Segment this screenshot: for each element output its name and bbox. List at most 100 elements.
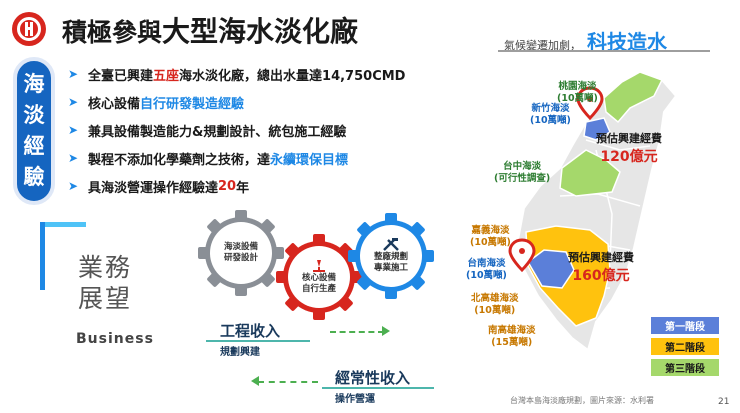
arrow-bullet-icon: ➤ <box>68 95 79 109</box>
map-label-hsinchu: 新竹海淡 (10萬噸) <box>530 103 571 127</box>
gear-label: 自行生產 <box>301 284 336 294</box>
page-number: 21 <box>718 397 730 407</box>
engineering-income-subtitle: 規劃興建 <box>220 347 260 358</box>
arrow-bullet-icon: ➤ <box>68 67 79 81</box>
list-item: ➤ 製程不添加化學藥劑之技術，達永續環保目標 <box>68 144 498 172</box>
arrow-bullet-icon: ➤ <box>68 179 79 193</box>
plant-name: 北高雄海淡 <box>471 293 519 304</box>
page-title: 積極參與大型海水淡化廠 <box>62 10 358 50</box>
business-title-line: 展望 <box>78 284 133 313</box>
badge-char: 海 <box>23 72 45 96</box>
gear-label: 研發設計 <box>223 253 258 263</box>
business-bracket-top <box>40 222 86 227</box>
map-label-taoyuan: 桃園海淡 (10萬噸) <box>557 81 598 105</box>
bullet-highlight: 五座 <box>153 68 180 84</box>
bullet-highlight: 永續環保目標 <box>270 152 349 168</box>
gear-production: 核心設備 自行生產 <box>276 234 362 320</box>
title-prefix: 積極參與 <box>62 18 163 47</box>
cost-value: 120億元 <box>600 149 658 165</box>
map-label-chiayi: 嘉義海淡 (10萬噸) <box>470 225 511 249</box>
gear-label: 專業施工 <box>373 263 408 273</box>
cost-value: 160億元 <box>572 268 630 284</box>
arrow-to-engineering <box>330 331 384 333</box>
badge-char: 驗 <box>23 165 45 189</box>
plant-capacity: (15萬噸) <box>491 337 533 348</box>
gear-face: 海淡設備 研發設計 <box>210 222 272 284</box>
map-label-north-kaohsiung: 北高雄海淡 (10萬噸) <box>471 293 519 317</box>
gear-label: 核心設備 <box>301 273 336 283</box>
plant-name: 台中海淡 <box>503 161 542 172</box>
arrow-bullet-icon: ➤ <box>68 151 79 165</box>
cost-north: 預估興建經費 120億元 <box>596 130 662 166</box>
business-title-line: 業務 <box>78 253 133 282</box>
gear-rnd: 海淡設備 研發設計 <box>198 210 284 296</box>
business-title-en: Business <box>76 331 154 347</box>
list-item: ➤核心設備自行研發製造經驗 <box>68 88 498 116</box>
title-main: 大型海水淡化廠 <box>162 15 359 48</box>
logo-emblem <box>17 17 41 41</box>
legend-phase1: 第一階段 <box>651 317 719 334</box>
gear-face: 核心設備 自行生產 <box>288 246 350 308</box>
gear-face: 整廠規劃 專業施工 <box>360 225 422 287</box>
gear-construction: 整廠規劃 專業施工 <box>348 213 434 299</box>
bullet-text: 製程不添加化學藥劑之技術，達 <box>88 152 271 168</box>
zone-taoyuan <box>603 71 664 124</box>
legend-phase2: 第二階段 <box>651 338 719 355</box>
experience-badge: 海 淡 經 驗 <box>13 57 55 205</box>
plant-capacity: (10萬噸) <box>530 115 571 126</box>
engineering-income: 工程收入 規劃興建 <box>220 320 280 358</box>
gear-label: 海淡設備 <box>223 242 258 252</box>
arrow-from-operations <box>258 381 318 383</box>
business-bracket-left <box>40 222 45 290</box>
zone-taichung <box>559 149 621 197</box>
arrow-head-left-icon <box>251 376 259 386</box>
image-source: 台灣本島海淡廠規劃，圖片來源：水利署 <box>510 396 654 405</box>
experience-list: ➤全臺已興建五座海水淡化廠，總出水量達14,750CMD ➤核心設備自行研發製造… <box>68 60 498 200</box>
recurring-income-title: 經常性收入 <box>335 369 411 387</box>
bullet-text: 具海淡營運操作經驗達 <box>88 180 219 196</box>
bullet-text: 核心設備 <box>88 96 141 112</box>
plant-note: (可行性調查) <box>494 173 551 184</box>
location-pin-icon <box>576 86 604 121</box>
company-logo <box>12 12 46 46</box>
bullet-text: 兼具設備製造能力&規劃設計、統包施工經驗 <box>88 124 347 140</box>
bullet-text: 海水淡化廠，總出水量達14,750CMD <box>179 68 406 84</box>
tagline-small: 氣候變遷加劇， <box>504 39 581 52</box>
badge-char: 淡 <box>23 103 45 127</box>
recurring-income: 經常性收入 操作營運 <box>335 367 410 405</box>
recurring-income-underline <box>322 387 434 389</box>
map-label-south-kaohsiung: 南高雄海淡 (15萬噸) <box>488 325 536 349</box>
location-pin-icon <box>508 238 536 273</box>
recurring-income-subtitle: 操作營運 <box>335 394 375 405</box>
taiwan-map <box>508 70 678 352</box>
plant-capacity: (10萬噸) <box>470 237 511 248</box>
zone-hsinchu <box>583 117 611 141</box>
plant-capacity: (10萬噸) <box>557 93 598 104</box>
arrow-bullet-icon: ➤ <box>68 123 79 137</box>
badge-char: 經 <box>23 134 45 158</box>
engineering-income-underline <box>206 340 310 342</box>
plant-name: 台南海淡 <box>467 258 506 269</box>
list-item: ➤全臺已興建五座海水淡化廠，總出水量達14,750CMD <box>68 60 498 88</box>
tagline-underline <box>498 50 710 52</box>
legend-phase3: 第三階段 <box>651 359 719 376</box>
cost-label: 預估興建經費 <box>568 251 634 264</box>
map-label-taichung: 台中海淡 (可行性調查) <box>494 161 550 185</box>
plant-capacity: (10萬噸) <box>466 270 507 281</box>
plant-name: 嘉義海淡 <box>471 225 510 236</box>
microscope-icon <box>313 260 325 272</box>
tools-icon <box>383 238 399 251</box>
gear-label: 整廠規劃 <box>373 252 408 262</box>
phase-legend: 第一階段 第二階段 第三階段 <box>651 317 719 380</box>
map-label-tainan: 台南海淡 (10萬噸) <box>466 258 507 282</box>
plant-name: 新竹海淡 <box>531 103 570 114</box>
arrow-head-right-icon <box>382 326 390 336</box>
plant-capacity: (10萬噸) <box>474 305 516 316</box>
bullet-highlight: 20 <box>218 178 237 194</box>
plant-name: 桃園海淡 <box>558 81 597 92</box>
zone-tainan <box>527 249 575 289</box>
list-item: ➤ 兼具設備製造能力&規劃設計、統包施工經驗 <box>68 116 498 144</box>
cost-label: 預估興建經費 <box>596 132 662 145</box>
plant-name: 南高雄海淡 <box>488 325 536 336</box>
